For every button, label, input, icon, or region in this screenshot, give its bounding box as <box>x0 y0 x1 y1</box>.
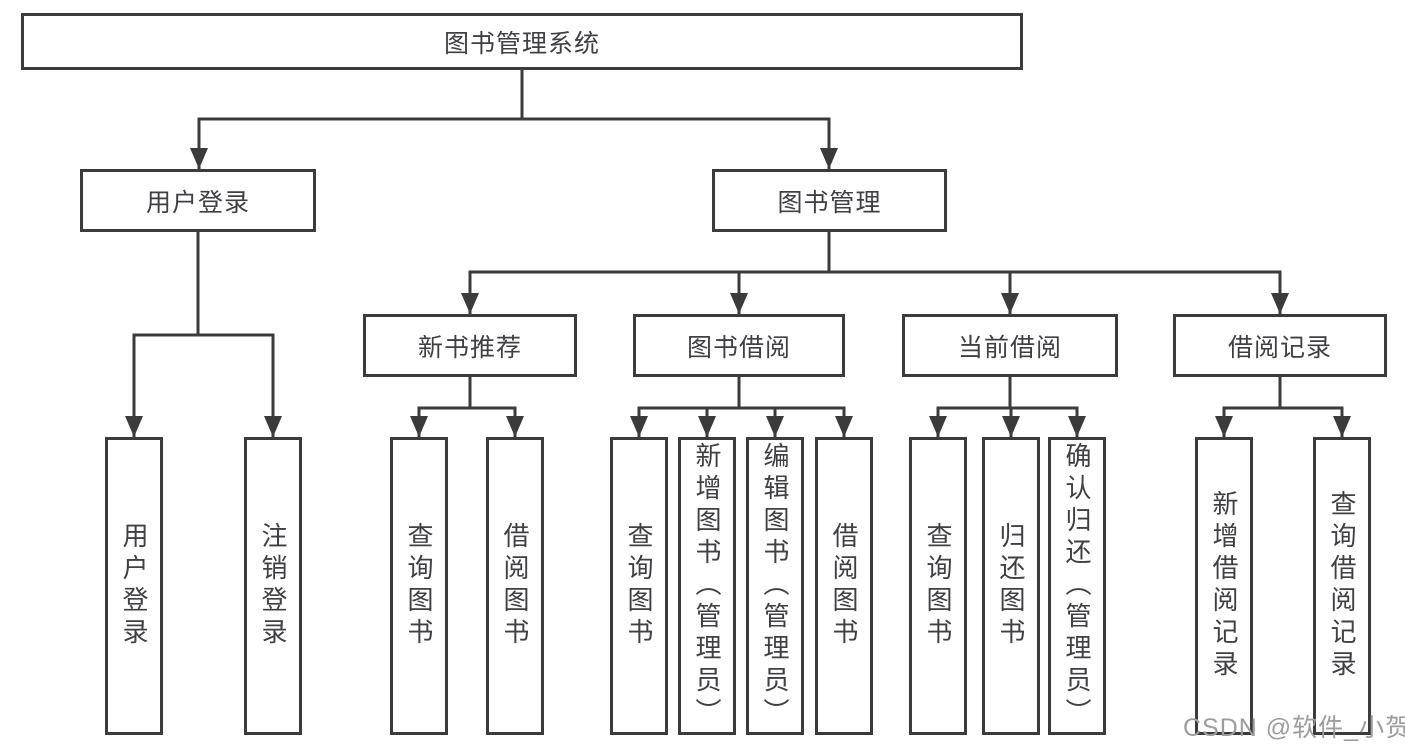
csdn-watermark: CSDN @软件_小贺同学 <box>1183 714 1405 742</box>
leaf-query-books-current: 查询图书 <box>909 437 967 735</box>
leaf-logout: 注销登录 <box>244 437 302 735</box>
leaf-user-login: 用户登录 <box>105 437 163 735</box>
leaf-borrow-books-recommend: 借阅图书 <box>486 437 544 735</box>
leaf-edit-books-admin: 编辑图书（管理员） <box>746 437 804 735</box>
node-new-book-recommend: 新书推荐 <box>363 314 577 377</box>
leaf-return-books: 归还图书 <box>982 437 1040 735</box>
node-root-system: 图书管理系统 <box>21 13 1023 70</box>
node-user-login-module: 用户登录 <box>80 169 316 232</box>
leaf-query-books-recommend: 查询图书 <box>390 437 448 735</box>
node-book-management-module: 图书管理 <box>712 169 947 232</box>
leaf-add-books-admin: 新增图书（管理员） <box>678 437 736 735</box>
leaf-confirm-return-admin: 确认归还（管理员） <box>1048 437 1106 735</box>
leaf-add-borrow-record: 新增借阅记录 <box>1195 437 1253 735</box>
leaf-borrow-books: 借阅图书 <box>815 437 873 735</box>
leaf-query-borrow-record: 查询借阅记录 <box>1313 437 1371 735</box>
node-book-borrow: 图书借阅 <box>633 314 845 377</box>
node-borrow-record: 借阅记录 <box>1173 314 1387 377</box>
leaf-query-books-borrow: 查询图书 <box>610 437 668 735</box>
node-current-borrow: 当前借阅 <box>902 314 1118 377</box>
